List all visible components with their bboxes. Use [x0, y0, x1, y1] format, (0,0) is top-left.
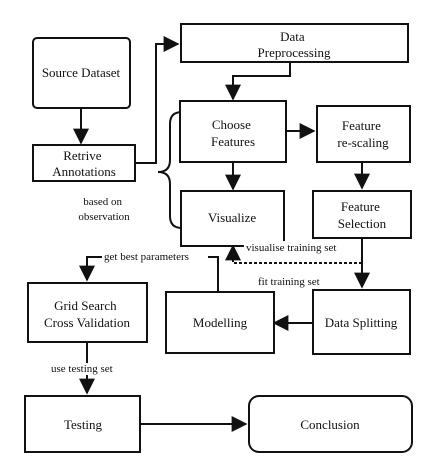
- testing-line: Testing: [64, 417, 103, 432]
- feature-rescaling-box-shape: [316, 105, 411, 163]
- modelling-box: Modelling: [193, 315, 248, 330]
- data-preprocessing-line-1: Data: [280, 29, 305, 44]
- choose-features-line-1: Choose: [212, 117, 251, 132]
- choose-features-box-shape: [179, 100, 287, 163]
- edge-preprocessing-to-choose-features: [225, 62, 291, 101]
- feature-rescaling-box: Feature re-scaling: [337, 118, 389, 150]
- grid-search-line-1: Grid Search: [54, 298, 117, 313]
- use-testing-set-label: use testing set: [51, 363, 113, 375]
- based-on-observation-label: based on observation: [78, 196, 130, 223]
- visualize-box: Visualize: [208, 210, 257, 225]
- data-splitting-box-shape: [312, 289, 411, 355]
- based-on-observation-line-1: based on: [83, 196, 122, 208]
- modelling-line: Modelling: [193, 315, 248, 330]
- choose-features-box: Choose Features: [211, 117, 255, 149]
- visualise-training-set-label-bg: [244, 241, 358, 254]
- data-splitting-box: Data Splitting: [325, 315, 398, 330]
- feature-selection-line-1: Feature: [341, 199, 380, 214]
- feature-rescaling-line-2: re-scaling: [337, 135, 389, 150]
- get-best-parameters-label-bg: [102, 250, 208, 262]
- edge-retrive-to-preprocessing: [135, 36, 180, 164]
- retrive-annotations-line-2: Annotations: [52, 164, 116, 179]
- edge-splitting-to-visualize-dotted: [225, 244, 362, 264]
- source-dataset-box: Source Dataset: [42, 65, 121, 80]
- feature-selection-box: Feature Selection: [338, 199, 387, 231]
- data-splitting-line: Data Splitting: [325, 315, 398, 330]
- retrive-annotations-box-shape: [32, 144, 136, 182]
- source-dataset-line: Source Dataset: [42, 65, 121, 80]
- feature-selection-box-shape: [312, 190, 412, 239]
- grid-search-box-shape: [27, 282, 148, 343]
- visualize-box-shape: [180, 190, 285, 247]
- retrive-annotations-line-1: Retrive: [63, 148, 101, 163]
- grid-search-box: Grid Search Cross Validation: [44, 298, 131, 330]
- conclusion-box: Conclusion: [300, 417, 360, 432]
- fit-training-set-label: fit training set: [258, 276, 320, 288]
- feature-rescaling-line-1: Feature: [342, 118, 381, 133]
- data-preprocessing-line-2: Preprocessing: [258, 45, 331, 60]
- visualise-training-set-label: visualise training set: [246, 242, 336, 254]
- use-testing-set-label-bg: [49, 363, 127, 375]
- data-preprocessing-box: Data Preprocessing: [258, 29, 331, 60]
- modelling-box-shape: [165, 291, 275, 354]
- conclusion-box-shape: [248, 395, 413, 453]
- choose-features-line-2: Features: [211, 134, 255, 149]
- retrive-annotations-box: Retrive Annotations: [52, 148, 116, 179]
- feature-selection-line-2: Selection: [338, 216, 387, 231]
- conclusion-line: Conclusion: [300, 417, 360, 432]
- visualize-line: Visualize: [208, 210, 257, 225]
- testing-box-shape: [24, 395, 141, 453]
- observation-curly-brace: [157, 111, 183, 229]
- source-dataset-box-shape: [32, 37, 131, 109]
- grid-search-line-2: Cross Validation: [44, 315, 131, 330]
- testing-box: Testing: [64, 417, 103, 432]
- based-on-observation-line-2: observation: [78, 211, 130, 223]
- get-best-parameters-label: get best parameters: [104, 251, 189, 263]
- data-preprocessing-box-shape: [180, 23, 409, 63]
